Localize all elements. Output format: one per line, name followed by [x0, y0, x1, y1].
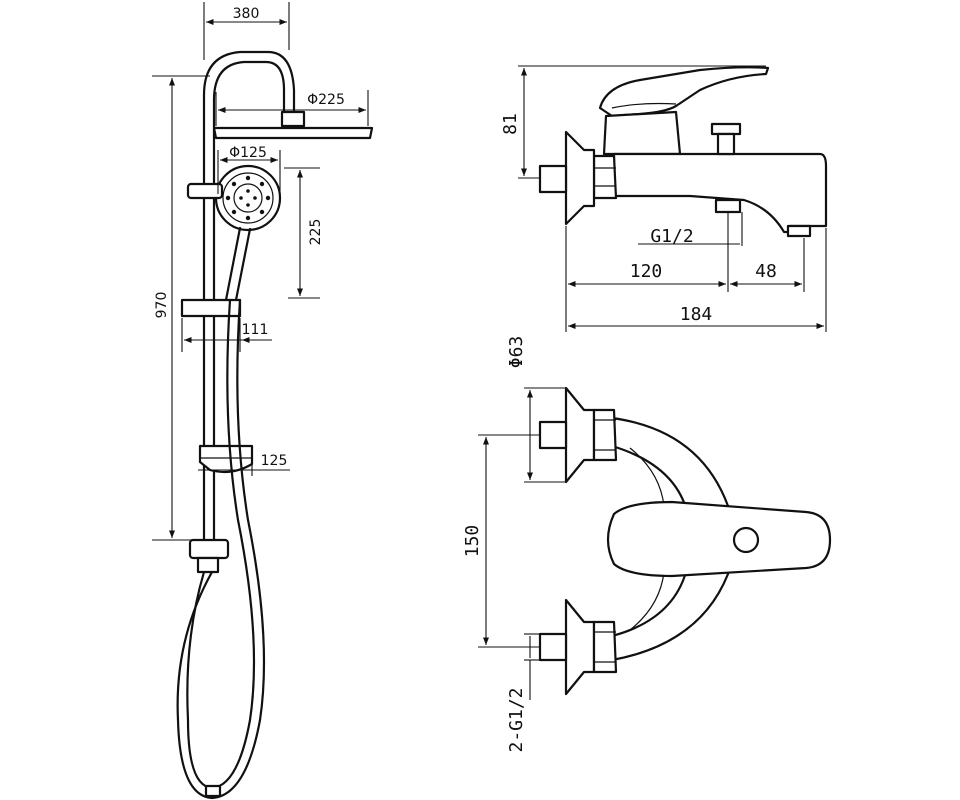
dimension-225: 225 [284, 167, 324, 299]
dimension-111: 111 [181, 318, 272, 352]
dimension-150: 150 [462, 434, 540, 648]
dim-label-phi125: Φ125 [229, 145, 267, 161]
shower-hose [186, 298, 256, 790]
inlet-pipe-upper [538, 420, 568, 450]
escutcheon-upper [564, 386, 596, 484]
mixer-body-spout [612, 152, 828, 234]
dim-label-2g12: 2-G1/2 [506, 687, 527, 752]
dim-label-phi63: Φ63 [506, 336, 527, 369]
dim-label-111: 111 [242, 322, 269, 338]
mixer-body-top [610, 416, 734, 662]
dim-label-g12: G1/2 [650, 226, 693, 247]
hex-nut-side [592, 154, 618, 200]
inlet-pipe-lower [538, 632, 568, 662]
hex-nut-upper [592, 408, 618, 462]
soap-dish [198, 444, 254, 474]
rain-shower-head [212, 126, 374, 140]
dim-label-phi225: Φ225 [307, 92, 345, 108]
escutcheon-side [564, 130, 596, 226]
hex-nut-lower [592, 620, 618, 674]
dimension-rain-head: Φ225 [215, 90, 369, 126]
shower-rail-outer [202, 50, 296, 542]
dimension-phi63: Φ63 [506, 336, 566, 483]
dimension-81: 81 [500, 65, 766, 179]
mixer-cartridge [602, 110, 682, 156]
shower-hose-inner [176, 298, 266, 800]
hose-end-fitting [204, 784, 222, 798]
diverter-knob-top [710, 122, 742, 136]
dimension-g12: G1/2 [638, 212, 743, 292]
dim-label-48: 48 [755, 261, 777, 282]
shower-column-drawing: 380 970 Φ225 Φ125 225 [152, 2, 374, 800]
dim-label-81: 81 [500, 113, 521, 135]
dimension-2g12: 2-G1/2 [506, 633, 540, 753]
dimension-970: 970 [152, 75, 210, 541]
mixer-lever [598, 66, 770, 118]
diverter-valve [188, 538, 230, 560]
dim-label-184: 184 [680, 304, 713, 325]
dimension-120-48: 120 48 [565, 226, 805, 332]
dimension-380: 380 [203, 2, 290, 60]
mixer-lever-top [606, 500, 832, 578]
dim-label-120: 120 [630, 261, 663, 282]
hand-shower-holder [180, 298, 242, 318]
diverter-knob-stem [716, 132, 736, 156]
hand-shower [214, 164, 282, 302]
dim-label-150: 150 [462, 525, 483, 558]
dim-label-225: 225 [308, 219, 324, 246]
dim-label-970: 970 [154, 292, 170, 319]
dimension-184: 184 [568, 228, 827, 332]
escutcheon-lower [564, 598, 596, 696]
dimension-hand-shower: Φ125 [217, 145, 281, 194]
shower-rail-inner [212, 60, 286, 542]
dimension-soap-125: 125 [198, 446, 290, 476]
dim-label-380: 380 [233, 6, 260, 22]
spout-aerator [786, 224, 812, 238]
mixer-top-view: Φ63 150 2-G1/2 [462, 336, 832, 753]
rain-head-connector [280, 110, 306, 128]
diverter-outlet [196, 556, 220, 574]
inlet-pipe-side [538, 164, 568, 194]
dim-label-125: 125 [261, 453, 288, 469]
mixer-side-view: 81 G1/2 120 48 184 [500, 65, 828, 332]
shower-outlet [714, 198, 742, 214]
rail-clamp-upper [186, 182, 224, 200]
lever-hole [732, 526, 760, 554]
